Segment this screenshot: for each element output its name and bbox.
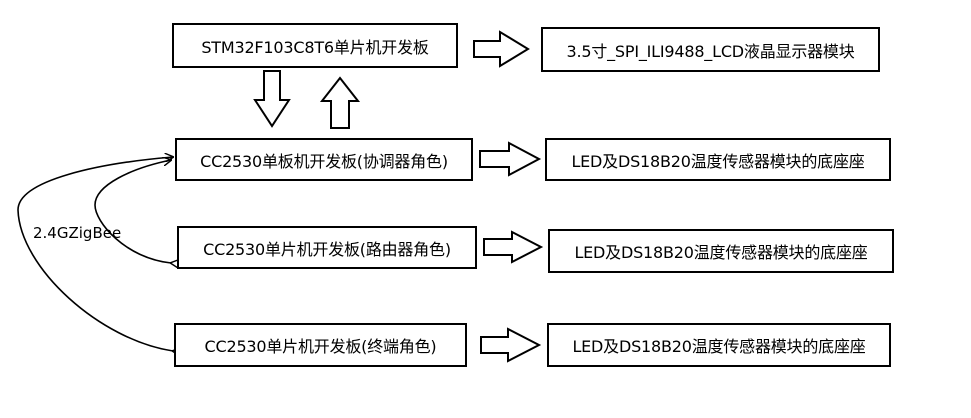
zigbee-link-enddevice-coordinator — [17, 157, 173, 351]
zigbee-link-label: 2.4GZigBee — [33, 224, 122, 242]
node-sensor-3-label: LED及DS18B20温度传感器模块的底座座 — [572, 337, 866, 356]
node-stm32: STM32F103C8T6单片机开发板 — [172, 23, 458, 68]
arrow-router-to-sensor-2 — [483, 230, 544, 264]
arrow-coordinator-to-stm32 — [319, 76, 361, 129]
node-coordinator: CC2530单板机开发板(协调器角色) — [175, 138, 473, 181]
arrow-enddevice-to-sensor-3 — [480, 327, 542, 363]
node-coordinator-label: CC2530单板机开发板(协调器角色) — [200, 151, 448, 171]
node-sensor-1: LED及DS18B20温度传感器模块的底座座 — [545, 138, 891, 181]
node-enddevice: CC2530单片机开发板(终端角色) — [174, 323, 467, 367]
node-sensor-2: LED及DS18B20温度传感器模块的底座座 — [548, 229, 894, 273]
node-lcd: 3.5寸_SPI_ILI9488_LCD液晶显示器模块 — [541, 27, 880, 72]
node-sensor-3: LED及DS18B20温度传感器模块的底座座 — [547, 323, 891, 367]
arrow-stm32-to-coordinator — [253, 70, 291, 128]
node-sensor-2-label: LED及DS18B20温度传感器模块的底座座 — [574, 243, 868, 262]
node-router: CC2530单片机开发板(路由器角色) — [177, 226, 477, 269]
node-stm32-label: STM32F103C8T6单片机开发板 — [201, 37, 429, 57]
arrow-coordinator-to-sensor-1 — [479, 141, 542, 177]
node-router-label: CC2530单片机开发板(路由器角色) — [203, 239, 451, 259]
zigbee-link-router-coordinator — [94, 160, 171, 263]
node-sensor-1-label: LED及DS18B20温度传感器模块的底座座 — [571, 151, 865, 171]
arrow-stm32-to-lcd — [473, 30, 530, 68]
node-lcd-label: 3.5寸_SPI_ILI9488_LCD液晶显示器模块 — [566, 41, 855, 61]
node-enddevice-label: CC2530单片机开发板(终端角色) — [204, 337, 437, 356]
